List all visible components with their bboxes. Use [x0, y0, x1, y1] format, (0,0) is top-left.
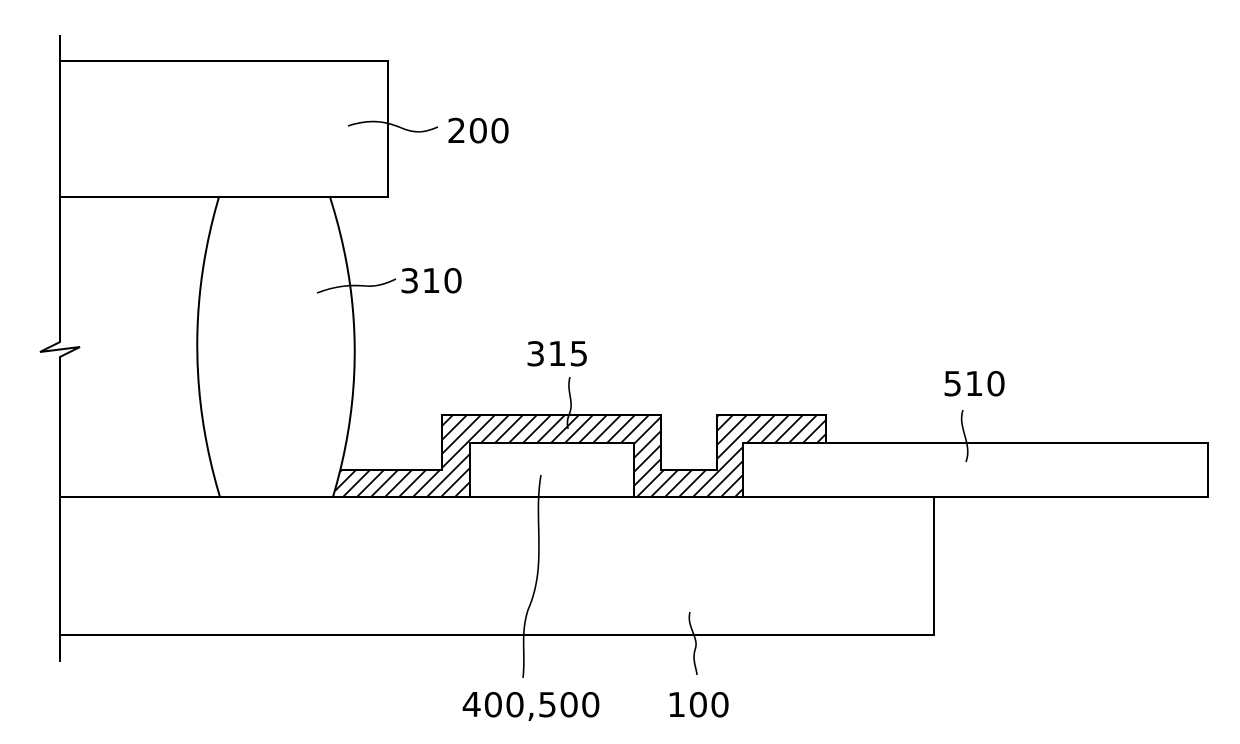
label-100: 100	[666, 686, 731, 726]
label-510: 510	[942, 365, 1007, 405]
label-315: 315	[525, 335, 590, 375]
trace-510	[743, 443, 1208, 497]
spacer-310	[197, 197, 355, 497]
label-200: 200	[446, 112, 511, 152]
label-310: 310	[399, 262, 464, 302]
upper-substrate-200	[60, 61, 388, 197]
lower-substrate-100	[60, 497, 934, 635]
label-400-500: 400,500	[461, 686, 602, 726]
pad-400-500	[470, 443, 634, 497]
